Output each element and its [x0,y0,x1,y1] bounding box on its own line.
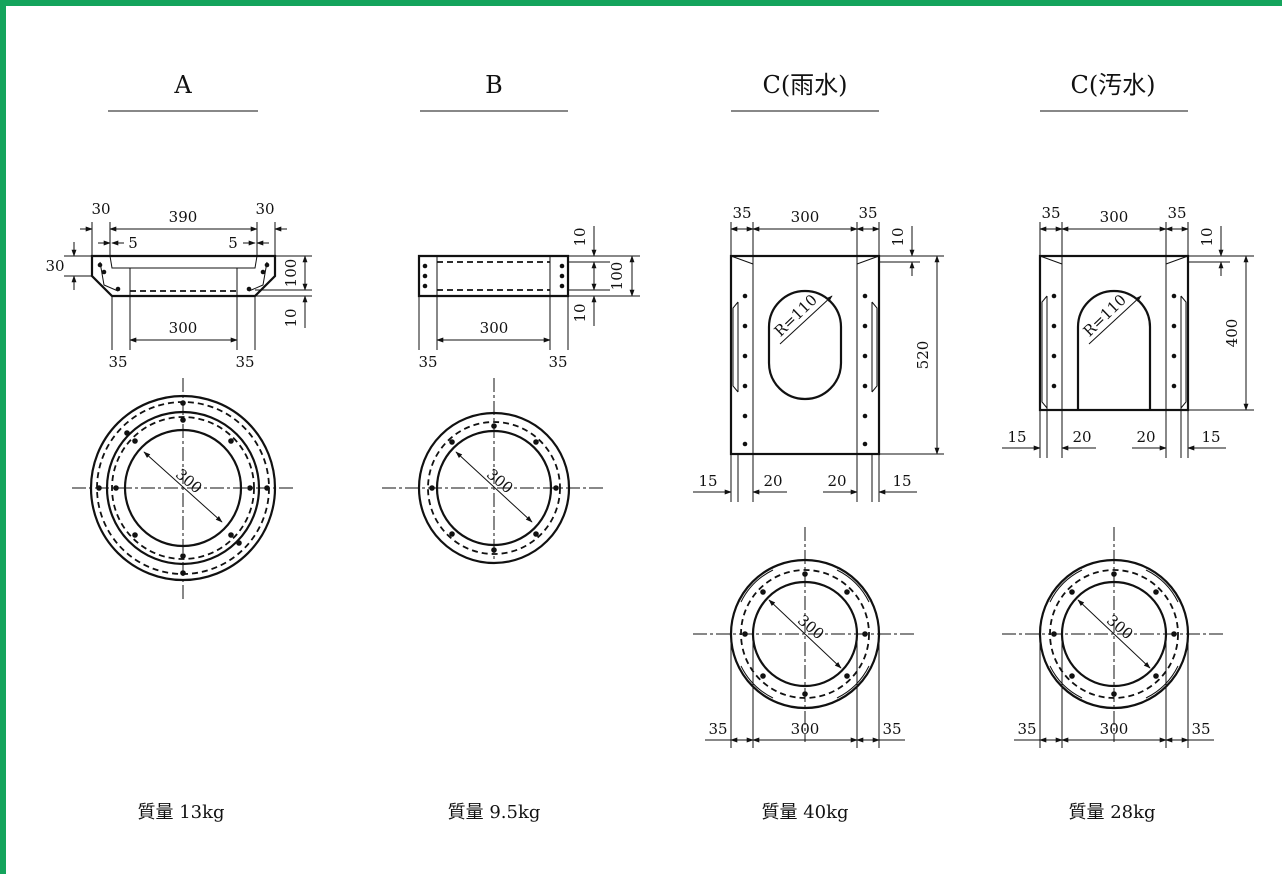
svg-text:35: 35 [1017,720,1036,738]
svg-text:10: 10 [1198,227,1216,246]
svg-text:10: 10 [282,308,300,327]
plan-view-c-sewage: 300 [1002,527,1226,742]
svg-text:20: 20 [763,472,782,490]
svg-text:30: 30 [91,200,110,218]
svg-text:B: B [485,71,503,99]
elevation-view-c-rain: R=110 [729,254,881,456]
svg-text:10: 10 [571,227,589,246]
dimensions-a-section: 30 390 30 5 5 30 100 10 300 35 35 [45,200,312,371]
svg-text:300: 300 [794,611,828,643]
mass-label-a: 質量 13kg [137,802,224,823]
svg-text:R=110: R=110 [1080,291,1130,340]
title-c-sewage: C(汚水) [1040,71,1188,112]
svg-text:300: 300 [1103,611,1137,643]
svg-text:400: 400 [1223,319,1241,348]
section-view-b [417,254,570,298]
mass-label-c-sewage: 質量 28kg [1068,802,1155,823]
svg-text:35: 35 [708,720,727,738]
title-b: B [420,71,568,112]
svg-text:35: 35 [1191,720,1210,738]
plan-view-c-rain: 300 [693,527,917,742]
dimensions-c-rain-plan: 35 300 35 [705,634,905,748]
dimensions-c-rain-elevation: 35 300 35 10 520 15 20 20 15 [693,204,944,502]
svg-text:300: 300 [480,319,509,337]
svg-text:5: 5 [128,234,138,252]
svg-text:15: 15 [892,472,911,490]
mass-label-b: 質量 9.5kg [448,802,541,823]
svg-text:30: 30 [255,200,274,218]
title-c-rain: C(雨水) [731,71,879,112]
svg-text:20: 20 [1136,428,1155,446]
svg-text:R=110: R=110 [771,291,821,340]
svg-text:35: 35 [418,353,437,371]
svg-text:20: 20 [827,472,846,490]
svg-text:C(汚水): C(汚水) [1070,71,1155,99]
svg-text:15: 15 [1201,428,1220,446]
svg-text:300: 300 [169,319,198,337]
mass-label-c-rain: 質量 40kg [761,802,848,823]
svg-text:10: 10 [571,303,589,322]
svg-text:100: 100 [608,262,626,291]
svg-text:35: 35 [1167,204,1186,222]
svg-text:35: 35 [732,204,751,222]
svg-text:15: 15 [1007,428,1026,446]
svg-text:35: 35 [882,720,901,738]
svg-text:300: 300 [791,208,820,226]
title-a: A [108,71,258,112]
elevation-view-c-sewage: R=110 [1038,254,1190,412]
svg-text:35: 35 [858,204,877,222]
svg-text:300: 300 [172,465,206,497]
svg-text:10: 10 [889,227,907,246]
svg-text:35: 35 [235,353,254,371]
svg-text:C(雨水): C(雨水) [762,71,847,99]
svg-text:15: 15 [698,472,717,490]
dimensions-b-section: 10 100 10 300 35 35 [418,226,640,371]
svg-text:300: 300 [483,465,517,497]
svg-text:30: 30 [45,257,64,275]
dimensions-c-sewage-plan: 35 300 35 [1014,634,1214,748]
plan-view-a: 300 [72,378,294,602]
svg-text:5: 5 [228,234,238,252]
svg-text:520: 520 [914,341,932,370]
svg-text:390: 390 [169,208,198,226]
plan-view-b: 300 [382,378,606,565]
svg-text:35: 35 [108,353,127,371]
svg-text:20: 20 [1072,428,1091,446]
svg-text:35: 35 [548,353,567,371]
dimensions-c-sewage-elevation: 35 300 35 10 400 15 20 20 15 [1002,204,1254,458]
svg-text:300: 300 [1100,720,1129,738]
svg-text:100: 100 [282,259,300,288]
section-view-a [90,254,277,298]
svg-text:300: 300 [1100,208,1129,226]
svg-text:300: 300 [791,720,820,738]
svg-text:35: 35 [1041,204,1060,222]
svg-text:A: A [173,71,192,99]
